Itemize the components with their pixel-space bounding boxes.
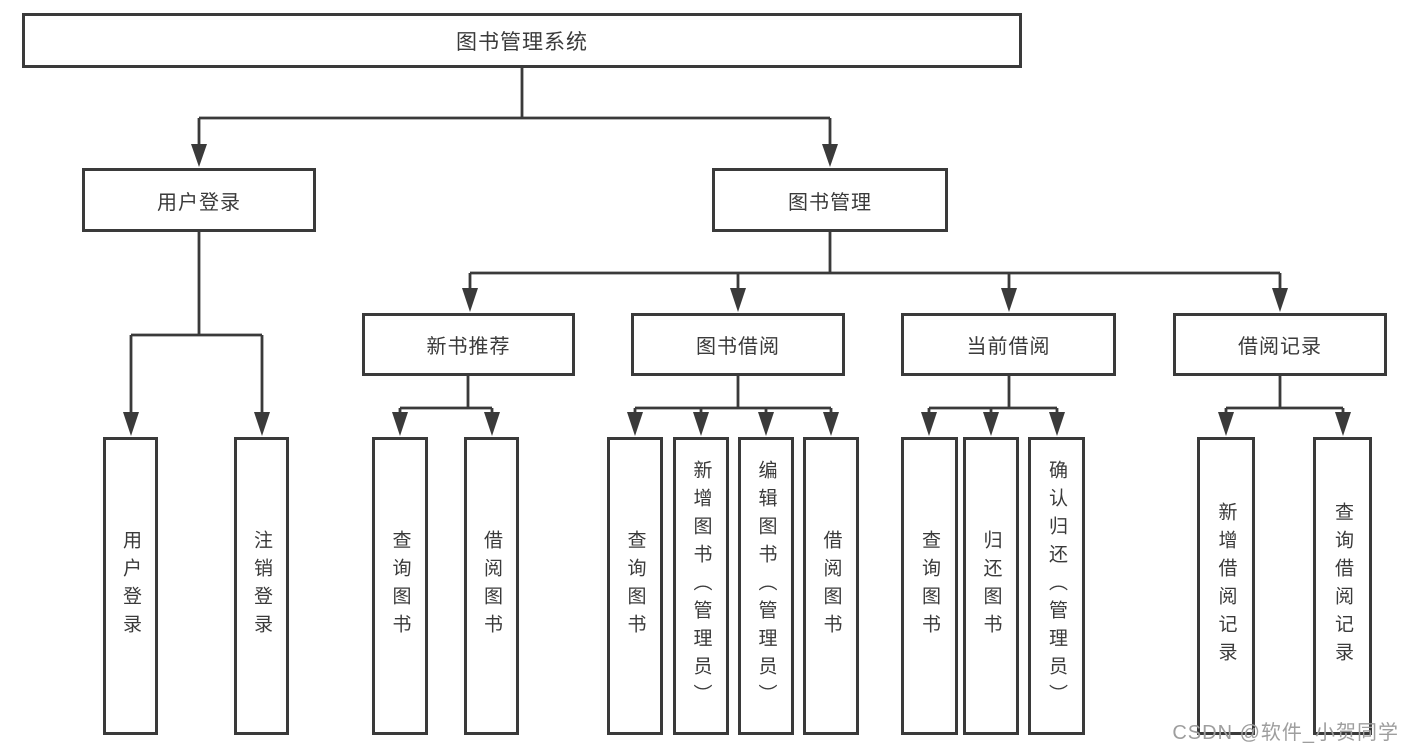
- leaf-query-books-recommend: 查询图书: [372, 437, 428, 735]
- leaf-label: 查询图书: [919, 530, 940, 642]
- leaf-label: 借阅图书: [481, 530, 502, 642]
- node-label: 借阅记录: [1238, 336, 1322, 358]
- connector-borrow-to-leaves: [633, 376, 833, 415]
- leaf-label: 归还图书: [980, 530, 1002, 642]
- connector-current-to-leaves: [927, 376, 1059, 415]
- leaf-query-borrow-record: 查询借阅记录: [1313, 437, 1372, 735]
- connector-bookmgmt-to-level3: [468, 232, 1282, 291]
- leaf-label: 用户登录: [120, 530, 141, 642]
- node-library-management-system: 图书管理系统: [22, 13, 1022, 68]
- node-current-borrowing: 当前借阅: [901, 313, 1116, 376]
- node-label: 用户登录: [157, 191, 241, 214]
- leaf-label: 查询图书: [624, 530, 646, 642]
- leaf-user-login: 用户登录: [103, 437, 158, 735]
- leaf-label: 编辑图书（管理员）: [755, 460, 777, 712]
- leaf-logout: 注销登录: [234, 437, 289, 735]
- leaf-label: 查询图书: [389, 530, 411, 642]
- node-book-management: 图书管理: [712, 168, 948, 232]
- node-new-book-recommend: 新书推荐: [362, 313, 575, 376]
- node-label: 图书借阅: [696, 336, 780, 358]
- node-book-borrowing: 图书借阅: [631, 313, 845, 376]
- leaf-query-books-borrowing: 查询图书: [607, 437, 663, 735]
- leaf-label: 注销登录: [251, 530, 272, 642]
- node-label: 当前借阅: [966, 336, 1051, 358]
- node-label: 新书推荐: [426, 336, 511, 358]
- leaf-label: 查询借阅记录: [1332, 502, 1353, 670]
- leaf-borrow-books: 借阅图书: [803, 437, 859, 735]
- node-label: 图书管理系统: [456, 30, 588, 54]
- connector-records-to-leaves: [1224, 376, 1345, 415]
- leaf-add-borrow-record: 新增借阅记录: [1197, 437, 1255, 735]
- node-borrowing-records: 借阅记录: [1173, 313, 1387, 376]
- watermark-csdn: CSDN @软件_小贺同学: [1172, 722, 1399, 744]
- node-label: 图书管理: [788, 191, 872, 214]
- connector-root-to-level2: [197, 68, 832, 146]
- leaf-confirm-return-admin: 确认归还（管理员）: [1028, 437, 1085, 735]
- node-user-login: 用户登录: [82, 168, 316, 232]
- leaf-label: 新增借阅记录: [1215, 502, 1237, 670]
- leaf-query-books-current: 查询图书: [901, 437, 958, 735]
- connector-newbook-to-leaves: [398, 376, 494, 415]
- arrowheads: [123, 144, 1351, 436]
- leaf-edit-books-admin: 编辑图书（管理员）: [738, 437, 794, 735]
- leaf-return-books: 归还图书: [963, 437, 1019, 735]
- leaf-add-books-admin: 新增图书（管理员）: [673, 437, 729, 735]
- leaf-label: 借阅图书: [820, 530, 842, 642]
- leaf-label: 新增图书（管理员）: [690, 460, 712, 712]
- leaf-borrow-books-recommend: 借阅图书: [464, 437, 519, 735]
- connector-login-to-leaves: [129, 232, 264, 414]
- leaf-label: 确认归还（管理员）: [1046, 460, 1067, 712]
